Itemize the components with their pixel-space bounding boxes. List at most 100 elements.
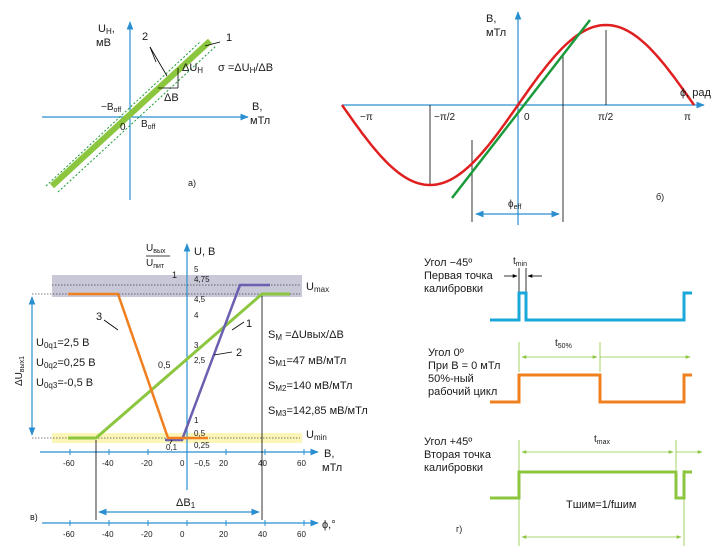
panel-v-b-tick-label: -20 — [141, 459, 153, 468]
panel-g-row2-line1: Угол 0º — [428, 347, 464, 359]
panel-b-x-label: ϕ, рад — [680, 87, 712, 99]
panel-v-phi-tick-label: 20 — [219, 530, 228, 539]
panel-v-line-3-tag: 3 — [96, 311, 102, 323]
panel-v-u-label: U, B — [194, 246, 215, 258]
panel-a-line-1-tag: 1 — [226, 32, 232, 44]
panel-b-sine-curve — [340, 23, 696, 187]
panel-v-phi-tick-label: -40 — [102, 530, 114, 539]
panel-v-tick-05: 0,5 — [194, 429, 206, 438]
panel-v-u0q3: U0q3=-0,5 В — [36, 377, 93, 390]
panel-v-tick-3: 3 — [194, 341, 199, 350]
panel-a-y-label: UH, — [98, 23, 115, 36]
panel-v-tick-45: 4,5 — [194, 295, 206, 304]
panel-g-row1-line2: Первая точка — [424, 270, 494, 282]
panel-a-zero: 0 — [120, 122, 126, 133]
panel-v-pointer-1 — [231, 321, 245, 331]
panel-v-s1: SM1=47 мВ/мТл — [268, 355, 346, 368]
panel-b-tick-neg-half-pi: −π/2 — [434, 112, 456, 123]
panel-v-tick-neg05: −0,5 — [194, 459, 210, 468]
panel-a-delta-b: ΔB — [164, 92, 179, 104]
panel-g-tmax: tmax — [594, 434, 611, 446]
panel-v-b-ticks: -60 -40 -20 0 20 40 60 — [63, 449, 306, 468]
panel-a-hall-characteristic: UH, мВ 1 2 ΔUH ΔB σ =ΔUH/ΔB −Boff Boff 0… — [42, 21, 273, 200]
panel-v-s-formula: SM =ΔUвых/ΔB — [268, 329, 344, 342]
panel-v-u0q2: U0q2=0,25 В — [36, 357, 96, 370]
panel-v-b-tick-label: 0 — [180, 459, 185, 468]
panel-b-tick-pi: π — [684, 112, 691, 123]
panel-b-caption: б) — [656, 192, 664, 202]
panel-a-pointer-2a — [149, 46, 157, 63]
panel-v-b-tick-label: -60 — [63, 459, 75, 468]
panel-g-wave-green — [490, 470, 692, 500]
panel-a-line-2-tag: 2 — [142, 31, 148, 43]
panel-a-pointer-2b — [149, 46, 168, 77]
panel-g-row2-line3: 50%-ный — [428, 373, 474, 385]
panel-a-line-1 — [49, 38, 213, 189]
panel-g-tmin: tmin — [513, 256, 527, 268]
panel-v-tick-4: 4 — [194, 311, 199, 320]
panel-g-caption: г) — [456, 524, 462, 534]
panel-b-y-unit: мТл — [486, 27, 506, 39]
panel-v-s2: SM2=140 мВ/мТл — [268, 380, 352, 393]
panel-a-line-2-left — [45, 41, 201, 187]
panel-a-x-label: B, — [252, 101, 262, 113]
panel-v-line-2-tag: 2 — [236, 347, 242, 359]
panel-v-phi-label: ϕ,° — [322, 519, 336, 531]
panel-v-phi-tick-label: 0 — [180, 530, 185, 539]
panel-v-phi-tick-label: -60 — [63, 530, 75, 539]
panel-v-pointer-2 — [213, 351, 233, 356]
panel-a-boff: Boff — [141, 119, 155, 131]
panel-v-uout-top: Uвых — [146, 243, 166, 255]
panel-v-line-1-tag: 1 — [246, 318, 252, 330]
panel-g-row2-line2: При B = 0 мТл — [428, 360, 500, 372]
panel-g-t50: t50% — [555, 338, 572, 350]
panel-g-wave-orange — [490, 373, 692, 404]
panel-v-umax-band — [52, 275, 302, 297]
panel-a-neg-boff: −Boff — [101, 102, 121, 114]
panel-g-pwm-timing: Угол −45º Первая точка калибровки tmin У… — [424, 256, 703, 546]
panel-v-phi-tick-label: -20 — [141, 530, 153, 539]
panel-v-line-3 — [68, 292, 208, 440]
panel-v-b-unit: мТл — [322, 462, 342, 474]
panel-v-phi-tick-label: 60 — [297, 530, 306, 539]
panel-a-y-unit: мВ — [96, 37, 111, 49]
panel-v-delta-u-side: ΔUвых1 — [14, 356, 26, 386]
panel-b-tick-half-pi: π/2 — [598, 112, 614, 123]
panel-v-tick-1: 1 — [194, 416, 199, 425]
panel-v-b-tick-label: 40 — [258, 459, 267, 468]
panel-b-linear-approx — [451, 19, 591, 199]
panel-v-tick-475: 4,75 — [194, 275, 210, 284]
panel-a-sigma: σ =ΔUH/ΔB — [218, 62, 273, 75]
panel-v-output-characteristic: Uвых Uпит U, B 1 0,5 5 4,75 4,5 4 3 2,5 … — [14, 243, 368, 539]
panel-v-umax: Umax — [306, 281, 329, 294]
panel-a-caption: а) — [188, 178, 196, 188]
panel-v-pointer-01 — [169, 439, 173, 445]
panel-v-b-tick-label: 20 — [219, 459, 228, 468]
panel-v-line-1 — [68, 292, 290, 440]
panel-a-pointer-1 — [204, 41, 221, 47]
panel-g-row2-line4: рабочий цикл — [428, 386, 497, 398]
panel-b-sine-characteristic: B, мТл ϕ, рад −π −π/2 0 π/2 π ϕeff б) — [340, 11, 712, 225]
panel-b-phi-eff: ϕeff — [508, 199, 521, 211]
panel-b-y-label: B, — [486, 13, 496, 25]
panel-v-tick-025: 0,25 — [194, 441, 210, 450]
panel-v-tick-5: 5 — [194, 265, 199, 274]
panel-v-uout-bot: Uпит — [146, 258, 165, 270]
panel-v-left-tick-05: 0,5 — [158, 360, 171, 370]
panel-v-umin: Umin — [306, 429, 327, 442]
panel-v-pointer-3 — [103, 319, 119, 331]
panel-b-tick-zero: 0 — [524, 112, 530, 123]
panel-a-delta-u: ΔUH — [182, 62, 203, 75]
panel-v-b-tick-label: 60 — [297, 459, 306, 468]
panel-g-row1-line3: калибровки — [424, 283, 483, 295]
panel-v-b-tick-label: -40 — [102, 459, 114, 468]
panel-v-s3: SM3=142,85 мВ/мТл — [268, 405, 368, 418]
panel-g-row1-line1: Угол −45º — [424, 257, 472, 269]
panel-v-caption: в) — [30, 512, 38, 522]
panel-v-left-tick-1: 1 — [172, 270, 177, 280]
panel-v-small-01: 0,1 — [166, 443, 178, 452]
panel-v-tick-25: 2,5 — [194, 356, 206, 365]
panel-v-u0q1: U0q1=2,5 В — [36, 337, 89, 350]
